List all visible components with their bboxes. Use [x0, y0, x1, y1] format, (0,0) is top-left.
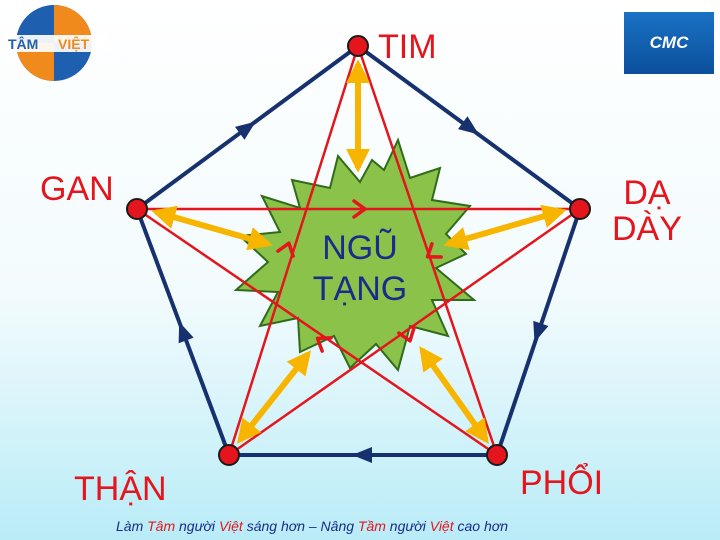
node-phoi: [486, 444, 508, 466]
footer-part: Việt: [218, 518, 243, 534]
star-arrow-icon: [397, 326, 416, 343]
cmc-logo-text: CMC: [649, 33, 689, 52]
node-than: [218, 444, 240, 466]
star-arrow-icon: [425, 242, 443, 259]
cycle-arrow-icon: [235, 121, 256, 140]
footer-part: Tâm: [147, 518, 176, 534]
cycle-arrow-icon: [352, 447, 372, 463]
interaction-arrow: [443, 204, 567, 251]
footer-part: Việt: [429, 518, 454, 534]
footer-part: Tầm: [357, 518, 386, 534]
cycle-arrow-icon: [178, 321, 194, 344]
footer-part: cao hơn: [453, 518, 508, 534]
interaction-arrow: [237, 350, 311, 444]
footer-part: người: [385, 518, 430, 534]
footer-slogan: Làm Tâm người Việt sáng hơn – Nâng Tầm n…: [116, 518, 508, 534]
logo-left-word2: VIỆT: [58, 35, 90, 52]
label-than: THẬN: [74, 470, 167, 508]
footer-part: sáng hơn – Nâng: [242, 518, 358, 534]
star-arrow-icon: [352, 199, 367, 219]
cmc-logo: CMC: [624, 12, 714, 74]
center-label: NGŨ TẠNG: [292, 228, 428, 310]
label-tim: TIM: [378, 28, 437, 66]
star-arrow-icon: [315, 336, 333, 353]
label-daday: DẠ DÀY: [612, 174, 682, 248]
label-phoi: PHỔI: [520, 464, 604, 502]
star-arrow-icon: [276, 241, 295, 258]
logo-left-word1: TÂM: [8, 35, 38, 52]
node-tim: [347, 35, 369, 57]
cycle-arrow-icon: [533, 320, 549, 343]
interaction-arrow: [151, 205, 273, 251]
tam-viet-logo: TÂM VIỆT: [2, 5, 106, 81]
label-gan: GAN: [40, 170, 114, 208]
cycle-arrow-icon: [458, 116, 479, 135]
interaction-arrow: [419, 346, 489, 444]
label-daday-line2: DÀY: [612, 209, 682, 248]
footer-part: người: [175, 518, 219, 534]
footer-part: Làm: [116, 518, 148, 534]
center-line1: NGŨ: [322, 229, 398, 267]
label-daday-line1: DẠ: [623, 174, 671, 212]
center-line2: TẠNG: [312, 269, 408, 308]
node-daday: [569, 198, 591, 220]
node-gan: [126, 198, 148, 220]
